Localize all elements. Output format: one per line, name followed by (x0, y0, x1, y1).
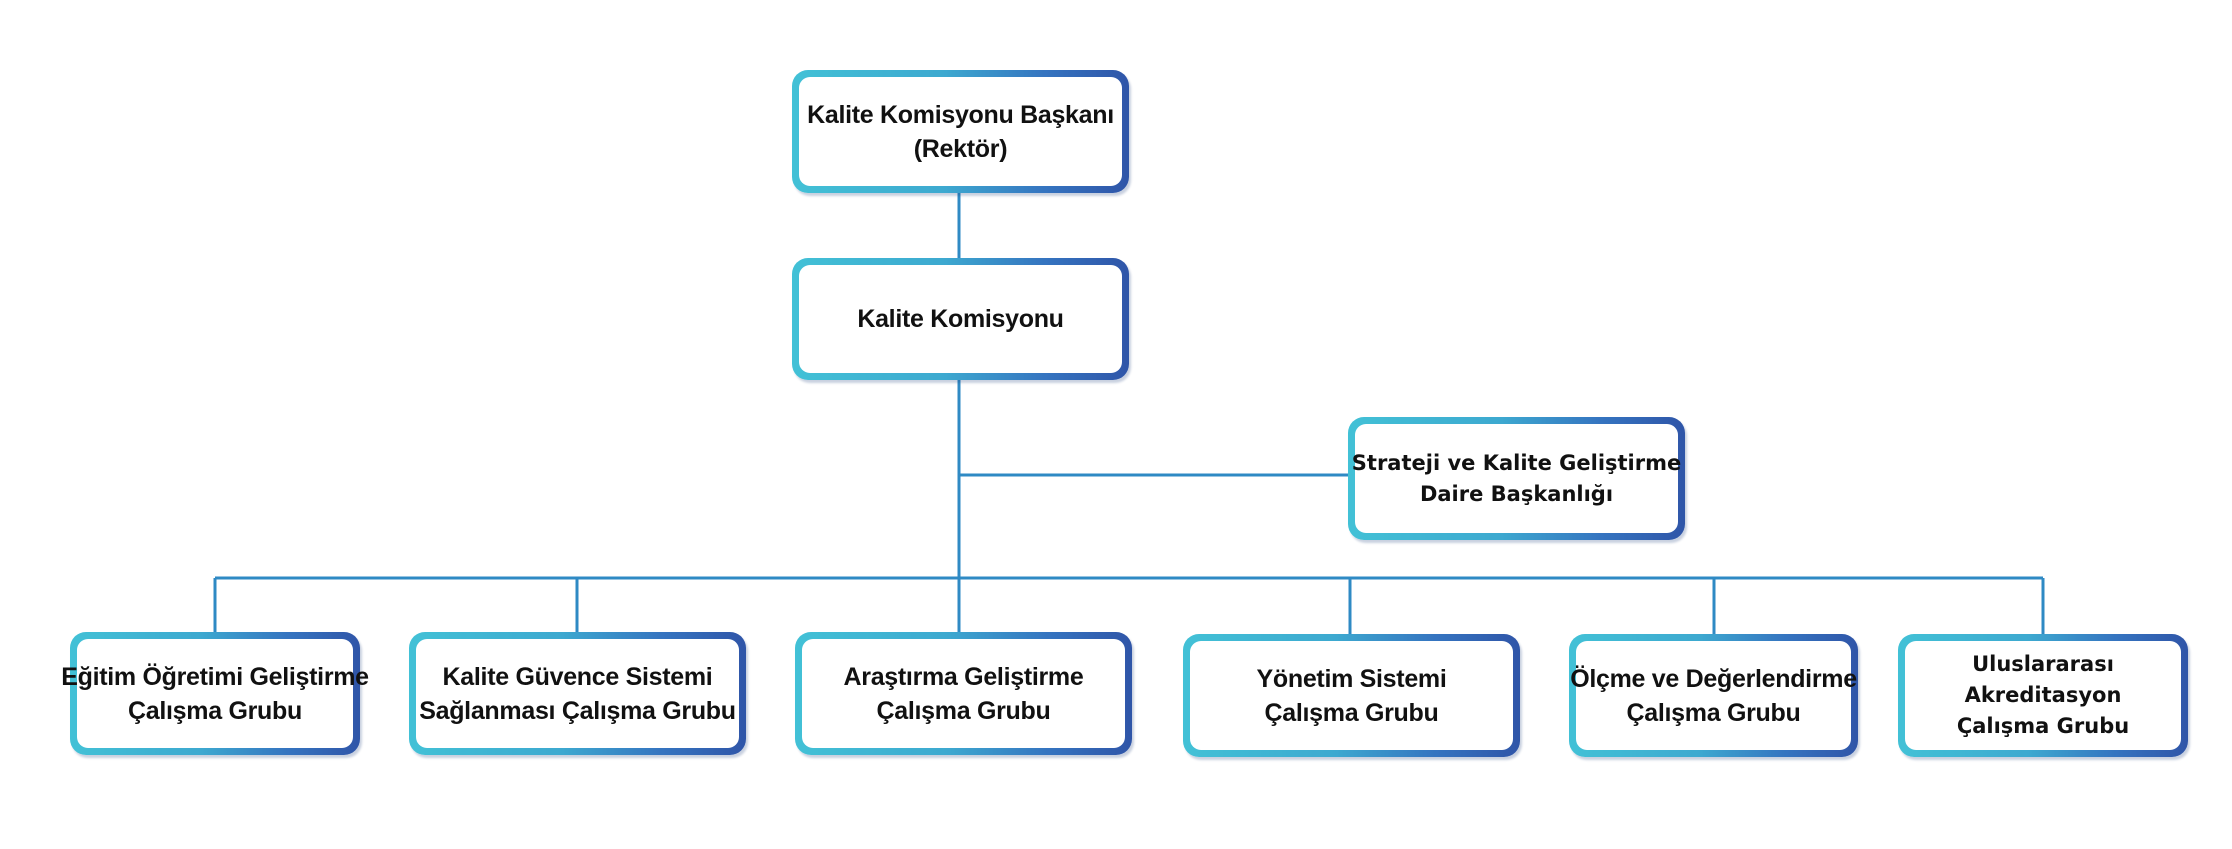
node-quality-commission: Kalite Komisyonu (792, 258, 1129, 380)
node-group-accreditation-line2: Akreditasyon (1964, 683, 2122, 707)
node-group-assessment-line1: Ölçme ve Değerlendirme (1570, 664, 1857, 693)
node-group-research-line1: Araştırma Geliştirme (843, 662, 1084, 691)
node-group-management-line1: Yönetim Sistemi (1256, 664, 1447, 693)
node-group-assessment-line2: Çalışma Grubu (1626, 698, 1801, 727)
node-group-management: Yönetim Sistemi Çalışma Grubu (1183, 634, 1520, 757)
node-group-quality-assurance: Kalite Güvence Sistemi Sağlanması Çalışm… (409, 632, 746, 755)
node-strategy-department-line2: Daire Başkanlığı (1419, 481, 1614, 506)
node-commission-chair-line1: Kalite Komisyonu Başkanı (807, 100, 1114, 129)
node-group-quality-assurance-line1: Kalite Güvence Sistemi (442, 662, 713, 691)
node-quality-commission-line1: Kalite Komisyonu (857, 305, 1064, 333)
node-strategy-department-line1: Strateji ve Kalite Geliştirme (1351, 450, 1682, 475)
node-group-education-line2: Çalışma Grubu (128, 696, 302, 725)
node-group-management-line2: Çalışma Grubu (1264, 698, 1439, 727)
node-group-education: Eğitim Öğretimi Geliştirme Çalışma Grubu (61, 632, 369, 755)
node-group-quality-assurance-line2: Sağlanması Çalışma Grubu (419, 696, 736, 725)
node-group-accreditation-line3: Çalışma Grubu (1956, 714, 2130, 738)
node-group-accreditation: Uluslararası Akreditasyon Çalışma Grubu (1898, 634, 2188, 757)
node-group-assessment: Ölçme ve Değerlendirme Çalışma Grubu (1569, 634, 1858, 757)
node-group-accreditation-line1: Uluslararası (1972, 652, 2114, 676)
node-strategy-department: Strateji ve Kalite Geliştirme Daire Başk… (1348, 417, 1685, 540)
node-commission-chair: Kalite Komisyonu Başkanı (Rektör) (792, 70, 1129, 193)
node-group-research-line2: Çalışma Grubu (876, 696, 1051, 725)
node-group-research: Araştırma Geliştirme Çalışma Grubu (795, 632, 1132, 755)
node-group-education-line1: Eğitim Öğretimi Geliştirme (61, 662, 369, 691)
node-commission-chair-line2: (Rektör) (913, 134, 1008, 163)
